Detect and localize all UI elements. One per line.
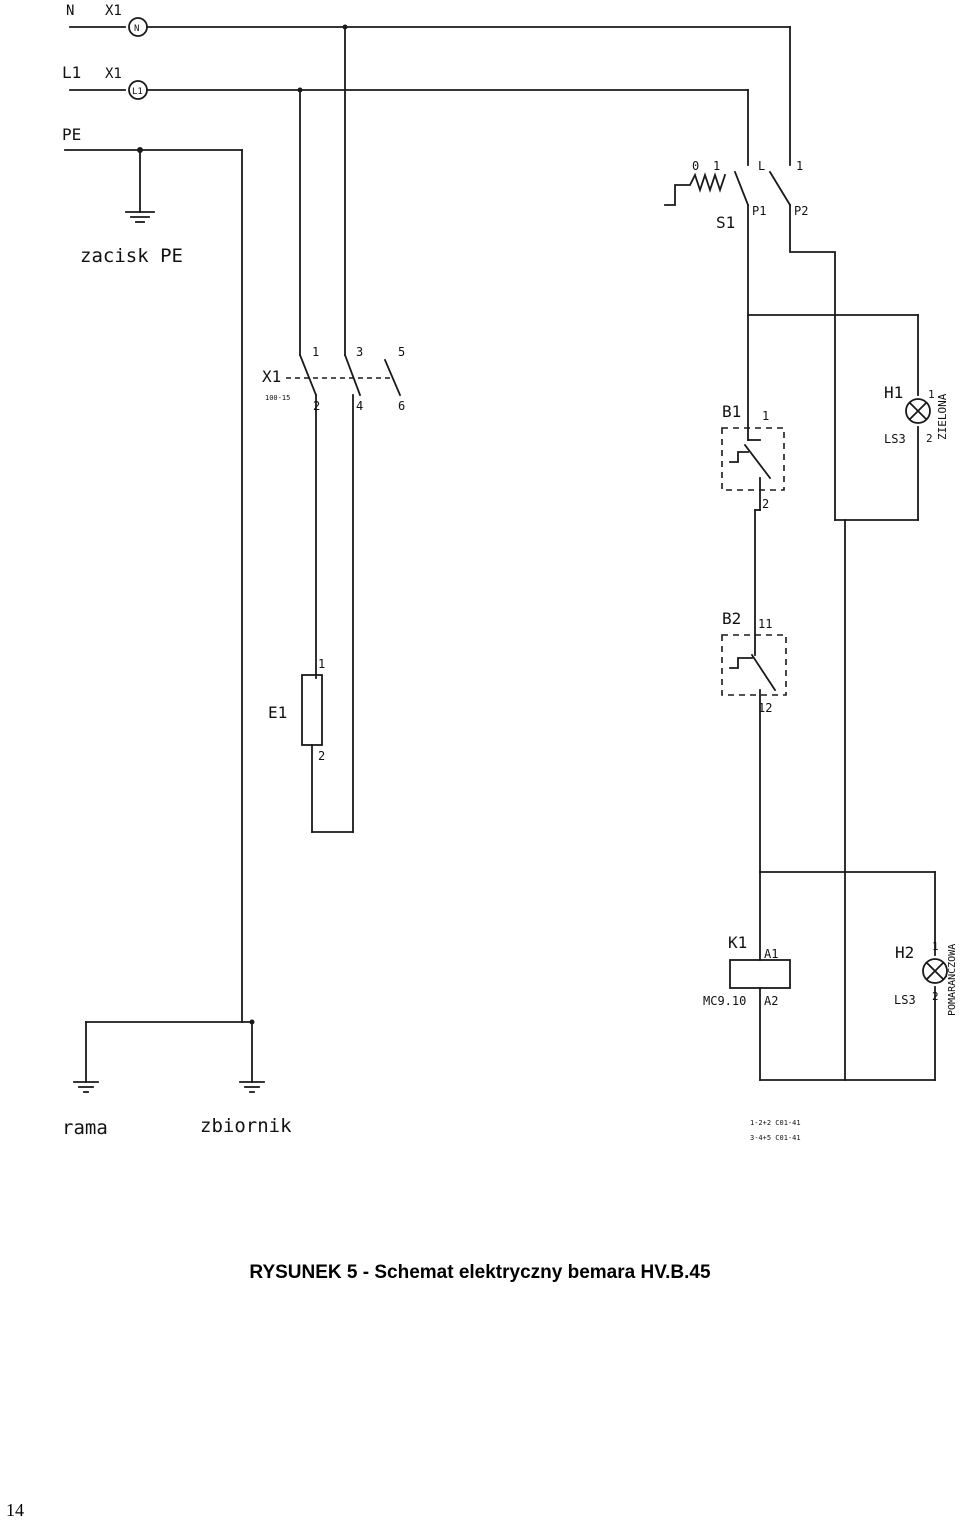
- label-k1: K1: [728, 933, 747, 952]
- label-x1-n: X1: [105, 3, 122, 19]
- label-p2: P2: [794, 204, 808, 218]
- label-h2-type: LS3: [894, 993, 916, 1007]
- label-x1-block-sub: 100-15: [265, 394, 290, 402]
- label-l1: L1: [62, 63, 81, 82]
- supply-lines: [64, 17, 791, 1023]
- label-p1: P1: [752, 204, 766, 218]
- x1-switch-block: [286, 353, 402, 833]
- e1-heater: [301, 674, 354, 833]
- label-b1: B1: [722, 402, 741, 421]
- x1-feed-wires: [297, 24, 348, 356]
- note-line-2: 3-4+5 C01-41: [750, 1134, 801, 1142]
- label-h2-t2: 2: [932, 990, 939, 1003]
- b2-thermostat: [721, 634, 787, 696]
- label-x1-t6: 6: [398, 399, 405, 413]
- label-k1-type: MC9.10: [703, 994, 746, 1008]
- label-h1-t2: 2: [926, 432, 933, 445]
- page-number: 14: [6, 1500, 24, 1520]
- label-e1-t2: 2: [318, 749, 325, 763]
- label-n: N: [66, 3, 74, 19]
- figure-caption: RYSUNEK 5 - Schemat elektryczny bemara H…: [249, 1262, 711, 1283]
- label-x1-t3: 3: [356, 345, 363, 359]
- label-x1-block: X1: [262, 367, 281, 386]
- label-zbiornik: zbiornik: [200, 1115, 292, 1137]
- label-k1-a2: A2: [764, 994, 778, 1008]
- electrical-schematic: N X1 N L1 X1 L1 PE zacisk PE 0 1 L 1 S1 …: [62, 3, 958, 1142]
- label-s1-pos0: 0: [692, 159, 699, 173]
- ground-symbols: [73, 1019, 265, 1093]
- label-x1-t4: 4: [356, 399, 363, 413]
- label-zacisk-pe: zacisk PE: [80, 245, 183, 267]
- label-b2: B2: [722, 609, 741, 628]
- h1-lamp-icon: [905, 398, 931, 424]
- label-b1-t1: 1: [762, 409, 769, 423]
- label-s1-pos1: 1: [713, 159, 720, 173]
- label-x1-l1: X1: [105, 66, 122, 82]
- label-h1-type: LS3: [884, 432, 906, 446]
- h2-lamp-icon: [922, 958, 948, 984]
- label-h1: H1: [884, 383, 903, 402]
- label-k1-a1: A1: [764, 947, 778, 961]
- label-b2-t12: 12: [758, 701, 772, 715]
- label-e1-t1: 1: [318, 657, 325, 671]
- label-x1-t2: 2: [313, 399, 320, 413]
- label-x1-t5: 5: [398, 345, 405, 359]
- label-s1-posl: L: [758, 159, 765, 173]
- label-b1-t2: 2: [762, 497, 769, 511]
- control-wiring: [729, 314, 936, 1081]
- label-h1-color: ZIELONA: [936, 393, 949, 440]
- label-s1: S1: [716, 213, 735, 232]
- s1-selector-switch: [664, 170, 836, 521]
- label-b2-t11: 11: [758, 617, 772, 631]
- b1-thermostat: [721, 427, 785, 491]
- terminal-n: N: [134, 24, 139, 34]
- label-h1-t1: 1: [928, 388, 935, 401]
- label-pe: PE: [62, 125, 81, 144]
- label-h2-color: POMARAŃCZOWA: [945, 944, 958, 1016]
- label-x1-t1: 1: [312, 345, 319, 359]
- label-rama: rama: [62, 1117, 108, 1139]
- label-h2-t1: 1: [932, 940, 939, 953]
- label-s1-pos1b: 1: [796, 159, 803, 173]
- label-e1: E1: [268, 703, 287, 722]
- note-line-1: 1-2+2 C01-41: [750, 1119, 801, 1127]
- label-h2: H2: [895, 943, 914, 962]
- terminal-l1: L1: [132, 87, 143, 97]
